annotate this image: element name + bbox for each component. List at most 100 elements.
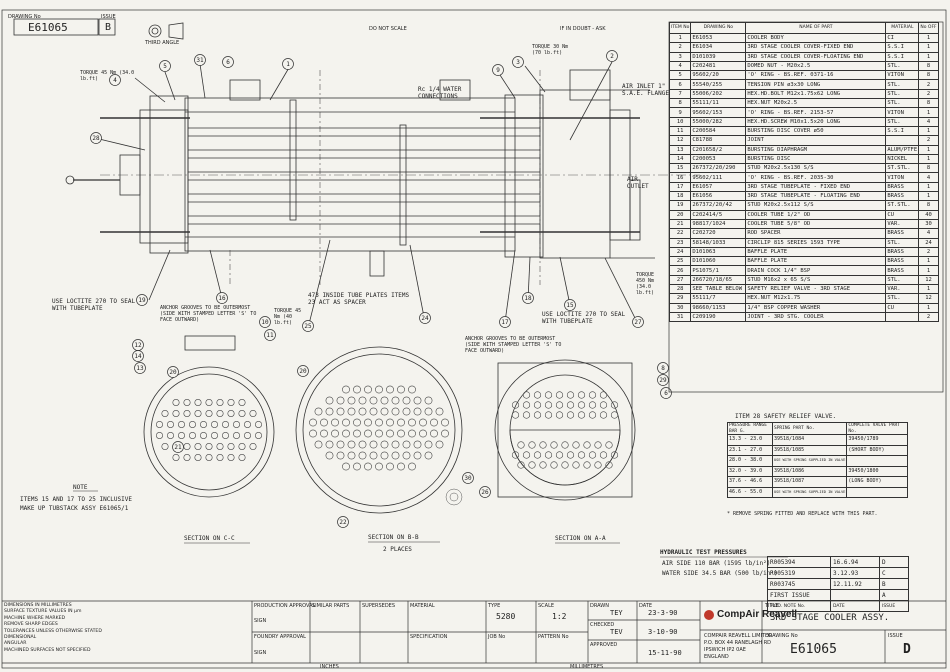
bom-cell: 98817/1024 — [690, 218, 747, 230]
item-balloon-number: 11 — [266, 332, 274, 339]
general-note-line: DIMENSIONS IN MILLIMETRES — [4, 603, 72, 608]
item-balloon-number: 10 — [261, 319, 269, 326]
bom-cell: 10 — [668, 116, 692, 127]
item-balloon — [564, 299, 576, 311]
mod-cell: 12.11.92 — [830, 578, 880, 590]
tube-section — [325, 451, 334, 460]
tube-section — [156, 420, 164, 428]
sign-label-2: SIGN — [254, 650, 267, 656]
tube-section — [533, 451, 542, 459]
tube-section — [430, 418, 438, 427]
bom-cell: HEX.NUT M20x2.5 — [745, 98, 887, 109]
tube-section — [539, 461, 547, 469]
relief-cell: USE WITH SPRING SUPPLIED IN VALVE — [771, 455, 848, 467]
item-balloon-number: 1 — [286, 61, 290, 68]
item-balloon-number: 6 — [226, 59, 230, 66]
item-balloon-number: 25 — [304, 323, 312, 330]
bom-cell: 16 — [668, 172, 692, 183]
tube-section — [522, 391, 531, 399]
bom-cell: D101060 — [690, 256, 747, 267]
bom-cell: 17 — [668, 181, 692, 193]
bom-cell: VAR. — [885, 283, 920, 295]
bom-cell: ALUM/PTFE — [885, 144, 920, 155]
bom-cell: STL. — [885, 116, 920, 127]
bom-cell: COOLER TUBE 5/8" OD — [745, 218, 887, 230]
tube-section — [511, 411, 520, 419]
tube-section — [511, 401, 520, 409]
tube-section — [222, 431, 230, 439]
bom-cell: E61053 — [690, 32, 747, 44]
tube-section — [511, 451, 520, 459]
tube-section — [386, 462, 394, 471]
tube-section — [205, 453, 213, 461]
bom-cell: BAFFLE PLATE — [745, 246, 887, 258]
bom-cell: 1 — [918, 51, 939, 62]
bom-cell: D101039 — [690, 51, 747, 62]
job-no-label: JOB No — [488, 634, 506, 640]
section-aa-label: SECTION ON A-A — [555, 535, 606, 542]
bom-cell: BRASS — [885, 228, 920, 239]
bom-cell: 12 — [668, 135, 692, 146]
tube-section — [610, 401, 619, 409]
tube-section — [441, 418, 449, 427]
bom-cell: 55000/282 — [690, 116, 747, 127]
tube-section — [336, 407, 345, 416]
bom-cell: 21 — [668, 218, 692, 230]
tube-section — [364, 462, 372, 471]
tube-section — [435, 440, 444, 449]
date-label-1: DATE — [639, 603, 653, 609]
issue-label: ISSUE — [101, 14, 116, 20]
bom-cell: 11 — [668, 125, 692, 137]
specification-label: SPECIFICATION — [410, 634, 448, 640]
item-balloon — [419, 312, 431, 324]
tube-section — [200, 420, 208, 428]
item-balloon — [462, 472, 474, 484]
relief-cell: 39518/1085 — [771, 444, 848, 456]
bom-cell: TENSION PIN ø3x30 LONG — [745, 79, 887, 90]
tube-section — [391, 440, 400, 449]
bom-cell: DRAIN COCK 1/4" BSP — [745, 265, 887, 276]
bom-cell: 55006/202 — [690, 88, 747, 100]
relief-valve-table: PRESSURE RANGE BAR G.SPRING PART No.COMP… — [727, 422, 909, 498]
bom-cell: STUD M20x2.5x112 S/S — [745, 200, 887, 211]
tube-section — [156, 431, 164, 439]
tube-section — [325, 407, 334, 416]
tube-section — [380, 451, 389, 460]
tube-section — [397, 462, 405, 471]
tube-section — [555, 451, 564, 459]
tube-section — [178, 420, 186, 428]
item-balloon-number: 27 — [634, 319, 642, 326]
tube-section — [227, 453, 235, 461]
tube-section — [342, 462, 350, 471]
relief-cell: 37.6 - 46.6 — [727, 476, 773, 488]
bom-cell: 98660/1153 — [690, 302, 747, 313]
tube-section — [544, 401, 553, 409]
tube-section — [599, 391, 608, 399]
bom-cell: 2 — [668, 42, 692, 53]
item-balloon — [337, 516, 349, 528]
item-balloon — [109, 74, 121, 86]
tube-section — [364, 429, 372, 438]
tube-section — [539, 441, 547, 449]
bom-cell: 22 — [668, 228, 692, 239]
bom-cell: E61056 — [690, 191, 747, 202]
item-balloon — [479, 486, 491, 498]
mod-cell: B — [879, 578, 909, 590]
tube-section — [561, 441, 569, 449]
bom-cell: STL. — [885, 98, 920, 109]
mod-cell: C — [879, 567, 909, 579]
production-approval-label: PRODUCTION APPROVAL — [254, 603, 316, 609]
bom-cell: DOMED NUT - M20x2.5 — [745, 60, 887, 72]
tube-section — [424, 440, 433, 449]
bom-cell: 'O' RING - BS.REF. 0371-16 — [745, 70, 887, 81]
